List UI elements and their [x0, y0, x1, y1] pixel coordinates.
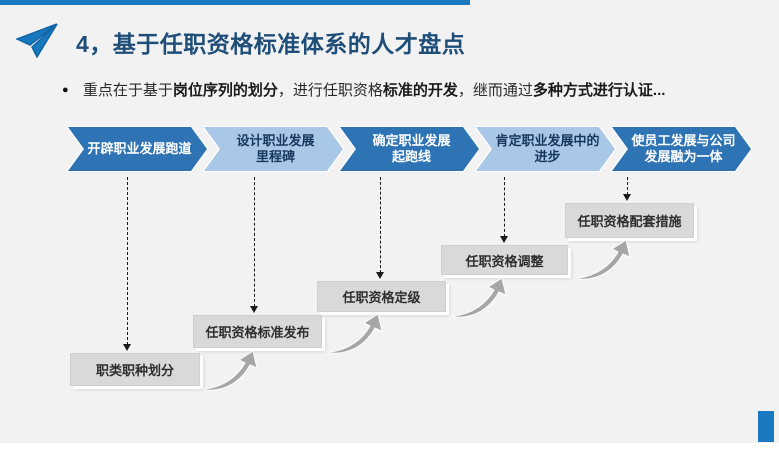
bullet-text-segment-bold: 岗位序列的划分 [172, 82, 278, 99]
stair-box-label: 任职资格配套措施 [577, 214, 682, 229]
chevron-shape: 设计职业发展 里程碑 [204, 127, 343, 171]
chevron-step-4: 肯定职业发展中的 进步 [476, 127, 615, 171]
stair-box-3: 任职资格定级 [317, 281, 446, 312]
dashed-arrow-icon [623, 177, 631, 201]
bullet-line: ● 重点在于基于岗位序列的划分，进行任职资格标准的开发，继而通过多种方式进行认证… [62, 79, 762, 100]
chevron-shape: 确定职业发展 起跑线 [340, 127, 479, 171]
chevron-label: 肯定职业发展中的 进步 [495, 133, 600, 164]
bullet-text-segment: ，进行任职资格 [277, 82, 383, 99]
stair-box-2: 任职资格标准发布 [193, 315, 322, 348]
bullet-text-segment-bold: 多种方式进行认证... [532, 82, 666, 99]
bullet-text-segment: ，继而通过 [457, 82, 533, 99]
chevron-step-2: 设计职业发展 里程碑 [204, 127, 343, 171]
chevron-step-1: 开辟职业发展跑道 [68, 127, 207, 171]
chevron-shape: 开辟职业发展跑道 [68, 127, 207, 171]
chevron-label: 开辟职业发展跑道 [87, 141, 192, 157]
dashed-arrow-icon [500, 177, 508, 243]
bullet-dot-icon: ● [62, 84, 69, 96]
paper-plane-icon [16, 23, 58, 59]
stair-box-label: 任职资格调整 [465, 253, 544, 269]
swoosh-arrow-icon [204, 350, 258, 391]
chevron-shape: 肯定职业发展中的 进步 [476, 127, 615, 171]
swoosh-arrow-icon [577, 239, 631, 280]
slide-title: 4，基于任职资格标准体系的人才盘点 [76, 31, 466, 57]
stair-box-1: 职类职种划分 [70, 353, 200, 386]
swoosh-arrow-icon [329, 313, 383, 354]
chevron-label: 设计职业发展 里程碑 [236, 133, 315, 164]
chevron-step-5: 使员工发展与公司 发展融为一体 [612, 127, 751, 171]
stair-box-4: 任职资格调整 [441, 245, 568, 275]
swoosh-arrow-icon [453, 277, 507, 318]
top-accent-bar [0, 0, 470, 5]
stair-box-5: 任职资格配套措施 [565, 203, 694, 238]
stair-box-label: 任职资格定级 [342, 290, 421, 305]
chevron-label: 使员工发展与公司 发展融为一体 [631, 133, 736, 164]
chevron-label: 确定职业发展 起跑线 [372, 133, 451, 164]
bullet-text-segment-bold: 标准的开发 [382, 82, 458, 99]
dashed-arrow-icon [376, 177, 384, 279]
bullet-text-segment: 重点在于基于 [82, 82, 173, 99]
dashed-arrow-icon [123, 177, 131, 351]
stair-box-label: 任职资格标准发布 [205, 325, 310, 340]
corner-accent-bar [758, 411, 774, 442]
dashed-arrow-icon [250, 177, 258, 313]
footer-strip [0, 443, 779, 450]
chevron-step-3: 确定职业发展 起跑线 [340, 127, 479, 171]
chevron-shape: 使员工发展与公司 发展融为一体 [612, 127, 751, 171]
stair-box-label: 职类职种划分 [95, 363, 174, 378]
